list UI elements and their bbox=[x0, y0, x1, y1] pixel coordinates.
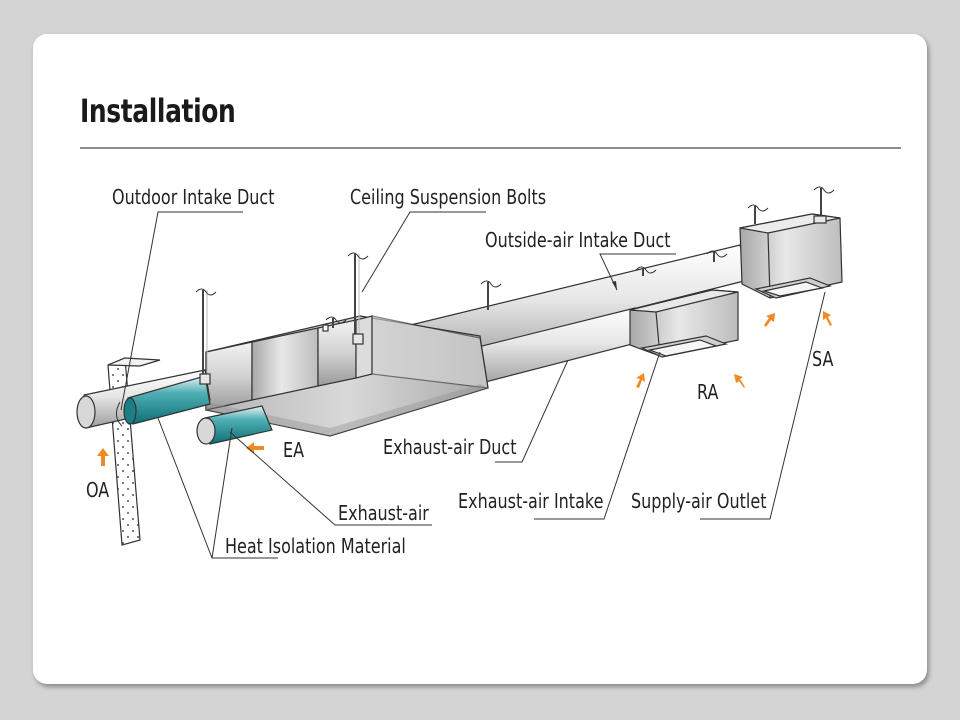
suspension-bolt bbox=[325, 316, 347, 328]
suspension-bolt bbox=[195, 288, 217, 385]
label-exhaust-air: Exhaust-air bbox=[338, 502, 429, 525]
label-exhaust-air-duct: Exhaust-air Duct bbox=[383, 436, 516, 459]
label-exhaust-air-intake: Exhaust-air Intake bbox=[458, 490, 603, 513]
flow-labels: OA EA RA SA bbox=[86, 348, 834, 502]
outdoor-intake-duct bbox=[76, 369, 211, 429]
exhaust-air-outlet-duct bbox=[196, 405, 273, 445]
suspension-bolts bbox=[195, 186, 835, 385]
ra-arrow-right-icon bbox=[734, 374, 745, 388]
flow-arrows bbox=[97, 311, 832, 466]
sa-arrow-left-icon bbox=[764, 313, 775, 327]
suspension-bolt bbox=[480, 280, 502, 310]
suspension-bolt bbox=[706, 250, 728, 262]
suspension-bolt bbox=[635, 266, 657, 276]
ventilation-unit bbox=[205, 315, 489, 437]
oa-arrow-icon bbox=[97, 448, 109, 466]
label-ea: EA bbox=[283, 439, 305, 462]
sa-arrow-right-icon bbox=[823, 311, 832, 326]
label-sa: SA bbox=[812, 348, 834, 371]
suspension-bolt bbox=[813, 186, 835, 224]
label-outdoor-intake-duct: Outdoor Intake Duct bbox=[112, 186, 275, 209]
ea-arrow-icon bbox=[246, 442, 264, 454]
label-supply-air-outlet: Supply-air Outlet bbox=[631, 490, 766, 513]
ra-arrow-left-icon bbox=[636, 373, 645, 388]
title-divider bbox=[80, 147, 901, 149]
label-outside-air-intake-duct: Outside-air Intake Duct bbox=[485, 229, 671, 252]
supply-air-outlet-box bbox=[739, 213, 843, 299]
page-title: Installation bbox=[80, 92, 236, 130]
exhaust-air-intake-box bbox=[629, 289, 739, 358]
callout-labels: Outdoor Intake Duct Ceiling Suspension B… bbox=[112, 186, 766, 558]
label-ceiling-suspension-bolts: Ceiling Suspension Bolts bbox=[350, 186, 546, 209]
label-oa: OA bbox=[86, 479, 110, 502]
label-ra: RA bbox=[697, 381, 719, 404]
suspension-bolt bbox=[747, 204, 769, 224]
suspension-bolt bbox=[347, 252, 369, 345]
leader-lines bbox=[120, 211, 826, 559]
label-heat-isolation-material: Heat Isolation Material bbox=[225, 535, 406, 558]
